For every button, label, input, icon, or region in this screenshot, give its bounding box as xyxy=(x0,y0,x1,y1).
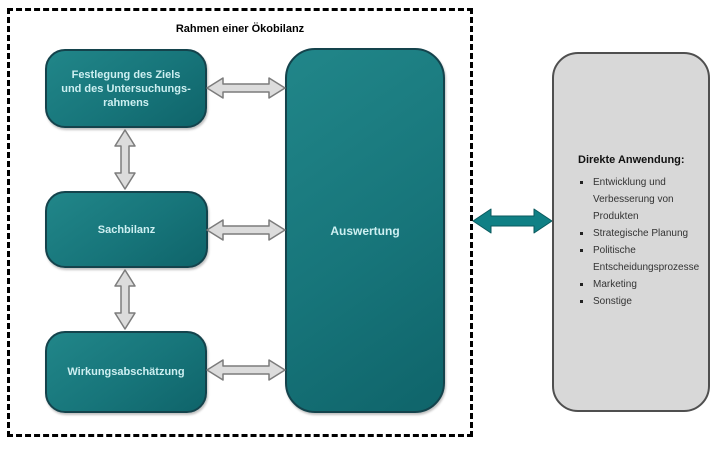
stage-inventory-analysis: Sachbilanz xyxy=(45,191,208,268)
double-arrow-icon-frame-to-application xyxy=(472,206,553,236)
double-arrow-icon-goal-inventory xyxy=(113,129,137,190)
double-arrow-icon-goal-interpretation xyxy=(206,76,286,100)
stage-interpretation: Auswertung xyxy=(285,48,445,413)
direct-application-heading: Direkte Anwendung: xyxy=(578,154,685,166)
list-item: Entwicklung und Verbesserung von Produkt… xyxy=(578,174,698,225)
direct-application-list: Entwicklung und Verbesserung von Produkt… xyxy=(578,174,699,310)
stage-impact-assessment: Wirkungsabschätzung xyxy=(45,331,207,413)
list-item: Sonstige xyxy=(578,293,698,310)
double-arrow-icon-inventory-impact xyxy=(113,269,137,330)
stage-goal-and-scope: Festlegung des Ziels und des Untersuchun… xyxy=(45,49,207,128)
list-item: Politische Entscheidungsprozesse xyxy=(578,242,699,276)
list-item: Strategische Planung xyxy=(578,225,698,242)
double-arrow-icon-inventory-interpretation xyxy=(206,218,286,242)
list-item: Marketing xyxy=(578,276,698,293)
frame-title: Rahmen einer Ökobilanz xyxy=(175,23,305,35)
lca-frame-border: Rahmen einer Ökobilanz xyxy=(7,8,473,437)
double-arrow-icon-impact-interpretation xyxy=(206,358,286,382)
direct-application-panel: Direkte Anwendung: Entwicklung und Verbe… xyxy=(552,52,710,412)
